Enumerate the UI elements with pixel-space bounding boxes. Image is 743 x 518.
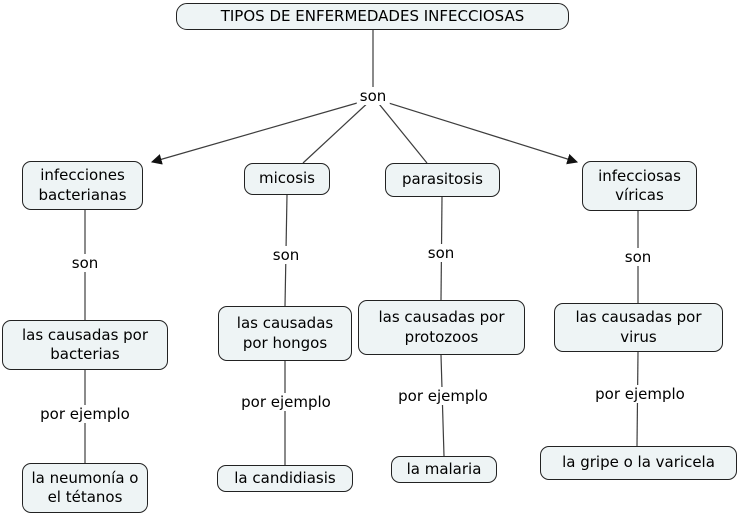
- node-causadas-protozoos[interactable]: las causadas por protozoos: [358, 300, 525, 355]
- node-infecciones-bacterianas[interactable]: infecciones bacterianas: [22, 161, 143, 210]
- link-label-por-ejemplo-3[interactable]: por ejemplo: [395, 387, 491, 405]
- link-label-son-2[interactable]: son: [269, 246, 303, 264]
- node-causadas-bacterias[interactable]: las causadas por bacterias: [2, 320, 168, 370]
- node-malaria[interactable]: la malaria: [391, 456, 497, 483]
- link-label-por-ejemplo-2[interactable]: por ejemplo: [238, 393, 334, 411]
- link-label-son-root[interactable]: son: [356, 87, 390, 105]
- node-micosis[interactable]: micosis: [244, 163, 330, 195]
- node-gripe-varicela[interactable]: la gripe o la varicela: [540, 446, 737, 480]
- link-label-son-1[interactable]: son: [68, 254, 102, 272]
- link-label-por-ejemplo-4[interactable]: por ejemplo: [592, 385, 688, 403]
- link-label-son-3[interactable]: son: [424, 244, 458, 262]
- node-causadas-hongos[interactable]: las causadas por hongos: [218, 306, 352, 361]
- link-label-son-4[interactable]: son: [621, 248, 655, 266]
- node-neumonia-tetanos[interactable]: la neumonía o el tétanos: [22, 463, 148, 513]
- node-candidiasis[interactable]: la candidiasis: [217, 465, 353, 492]
- node-title[interactable]: TIPOS DE ENFERMEDADES INFECCIOSAS: [176, 3, 569, 30]
- node-causadas-virus[interactable]: las causadas por virus: [554, 303, 723, 352]
- node-parasitosis[interactable]: parasitosis: [385, 163, 500, 197]
- link-label-por-ejemplo-1[interactable]: por ejemplo: [37, 405, 133, 423]
- node-infecciosas-viricas[interactable]: infecciosas víricas: [582, 161, 697, 211]
